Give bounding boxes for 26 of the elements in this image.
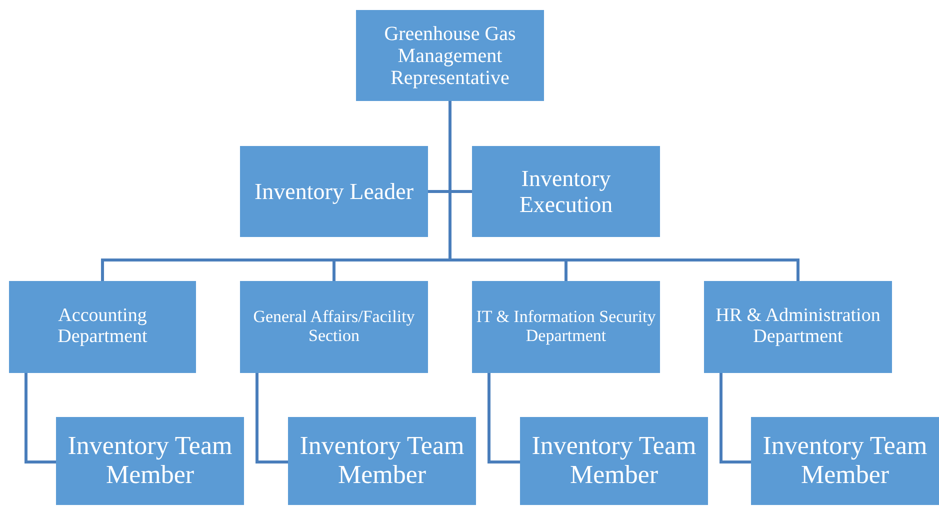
box-label: General Affairs/Facility Section bbox=[252, 308, 416, 346]
org-box bbox=[240, 281, 428, 373]
box-label: Accounting Department bbox=[56, 306, 148, 348]
connector-line bbox=[24, 373, 56, 464]
box-label: IT & Information Security Department bbox=[475, 308, 657, 346]
org-box bbox=[56, 417, 244, 505]
org-box bbox=[240, 146, 428, 237]
box-label: Greenhouse Gas Management Representative bbox=[383, 22, 517, 88]
box-label: HR & Administration Department bbox=[714, 306, 882, 348]
box-label: Inventory Execution bbox=[518, 166, 614, 217]
org-box bbox=[9, 281, 196, 373]
org-box bbox=[704, 281, 892, 373]
org-box bbox=[288, 417, 476, 505]
box-label: Inventory Team Member bbox=[530, 432, 698, 490]
box-label: Inventory Team Member bbox=[298, 432, 466, 490]
box-label: Inventory Team Member bbox=[66, 432, 234, 490]
connector-line bbox=[720, 373, 751, 464]
connector-line bbox=[256, 373, 288, 464]
connector-line bbox=[488, 373, 520, 464]
org-box bbox=[472, 146, 660, 237]
box-label: Inventory Leader bbox=[254, 178, 414, 204]
box-label: Inventory Team Member bbox=[762, 432, 928, 490]
org-box bbox=[472, 281, 660, 373]
org-box bbox=[751, 417, 939, 505]
org-box bbox=[520, 417, 708, 505]
org-box bbox=[356, 10, 544, 101]
